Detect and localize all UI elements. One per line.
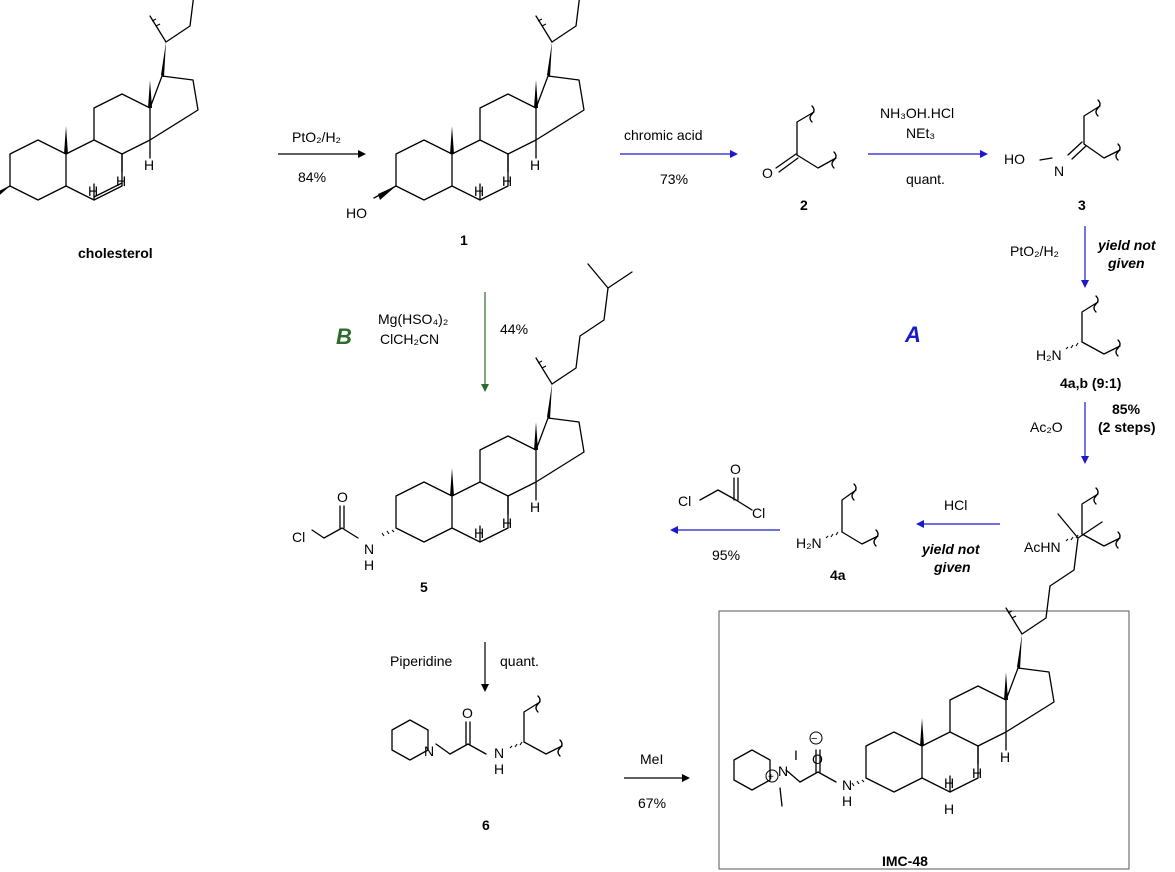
h-label: H [88, 183, 98, 199]
acetamide-structure: AcHN [1024, 487, 1121, 555]
compound-label-1: 1 [460, 232, 468, 248]
cholesterol-structure: HO H H H [0, 0, 247, 201]
reagent-piperidine: Piperidine [390, 653, 452, 669]
yield-label: 73% [660, 171, 688, 187]
amine-label: H₂N [1036, 347, 1062, 363]
compound-5-structure: N H O Cl H H H [292, 263, 633, 573]
product-box [718, 610, 1130, 870]
hydroxyl-label: HO [346, 205, 367, 221]
compound-1-structure: HO H H H [346, 0, 633, 221]
h-label: H [842, 793, 852, 809]
oxygen-label: O [812, 751, 823, 767]
route-label-B: B [336, 324, 352, 349]
reagent-ptO2-h2: PtO₂/H₂ [1010, 243, 1059, 259]
h-label: H [474, 183, 484, 199]
reagent-acetic-anhydride: Ac₂O [1030, 419, 1063, 435]
arrowhead [916, 520, 924, 528]
oxygen-label: O [337, 489, 348, 505]
h-label: H [972, 765, 982, 781]
chlorine-label: Cl [292, 529, 305, 545]
imc-48-steroid: H H H H [851, 513, 1103, 817]
arrowhead [730, 150, 738, 158]
arrowhead [980, 150, 988, 158]
reagent-hydroxylamine: NH₃OH.HCl [880, 105, 954, 121]
h-label: H [364, 557, 374, 573]
compound-label-imc-48: IMC-48 [882, 853, 928, 869]
compound-label-3: 3 [1078, 197, 1086, 213]
yield-label: given [933, 559, 971, 575]
h-label: H [944, 801, 954, 817]
chlorine-label: Cl [752, 505, 765, 521]
imc-48-structure: + N I − O N H [733, 731, 852, 809]
oxygen-label: O [730, 461, 741, 477]
nitrogen-label: N [842, 777, 852, 793]
compound-4ab-structure: H₂N [1036, 295, 1121, 363]
chlorine-label: Cl [678, 493, 691, 509]
route-label-A: A [904, 322, 921, 347]
chloroacetyl-chloride-structure: Cl O Cl [678, 461, 765, 521]
compound-6-structure: N O N H [391, 695, 563, 777]
arrowhead [481, 684, 489, 692]
yield-label: 44% [500, 321, 528, 337]
h-label: H [530, 157, 540, 173]
reagent-chromic-acid: chromic acid [624, 127, 703, 143]
reagent-ptO2-h2: PtO₂/H₂ [292, 129, 341, 145]
iodide-label: I [794, 747, 798, 763]
h-label: H [144, 157, 154, 173]
yield-label: yield not [921, 541, 981, 557]
yield-label: 95% [712, 547, 740, 563]
compound-2-structure: O [762, 105, 837, 181]
compound-label-6: 6 [482, 817, 490, 833]
nitrogen-label: N [494, 745, 504, 761]
nitrogen-label: N [424, 743, 434, 759]
yield-label: 85% [1112, 401, 1141, 417]
reagent-hcl: HCl [944, 497, 967, 513]
reagent-chloroacetonitrile: ClCH₂CN [380, 331, 439, 347]
yield-label: quant. [906, 171, 945, 187]
oxygen-label: O [462, 705, 473, 721]
compound-label-cholesterol: cholesterol [78, 245, 153, 261]
acetamide-label: AcHN [1024, 539, 1061, 555]
compound-4a-structure: H₂N [796, 483, 879, 551]
arrowhead [481, 384, 489, 392]
compound-3-structure: HO N [1004, 99, 1121, 179]
h-label: H [530, 499, 540, 515]
hydroxyl-label: HO [1004, 151, 1025, 167]
arrowhead [1081, 280, 1089, 288]
h-label: H [944, 775, 954, 791]
compound-label-5: 5 [420, 579, 428, 595]
nitrogen-label: N [778, 763, 788, 779]
oxygen-label: O [762, 165, 773, 181]
reagent-magnesium-bisulfate: Mg(HSO₄)₂ [378, 311, 448, 327]
nitrogen-label: N [1054, 163, 1064, 179]
arrowhead [1081, 456, 1089, 464]
h-label: H [502, 173, 512, 189]
h-label: H [502, 515, 512, 531]
compound-label-4a: 4a [830, 567, 846, 583]
h-label: H [494, 761, 504, 777]
yield-label: 84% [298, 169, 326, 185]
h-label: H [474, 525, 484, 541]
yield-label: 67% [638, 795, 666, 811]
reagent-triethylamine: NEt₃ [906, 125, 935, 141]
yield-label: yield not [1097, 237, 1157, 253]
yield-label: (2 steps) [1098, 419, 1156, 435]
compound-label-4ab: 4a,b (9:1) [1060, 375, 1121, 391]
amine-label: H₂N [796, 535, 822, 551]
arrowhead [670, 526, 678, 534]
arrowhead [358, 150, 366, 158]
reagent-methyl-iodide: MeI [640, 751, 663, 767]
plus-charge: + [768, 772, 774, 783]
h-label: H [116, 173, 126, 189]
yield-label: given [1107, 255, 1145, 271]
compound-label-2: 2 [800, 197, 808, 213]
yield-label: quant. [500, 653, 539, 669]
nitrogen-label: N [364, 541, 374, 557]
minus-charge: − [811, 733, 817, 745]
h-label: H [1000, 749, 1010, 765]
arrowhead [682, 774, 690, 782]
